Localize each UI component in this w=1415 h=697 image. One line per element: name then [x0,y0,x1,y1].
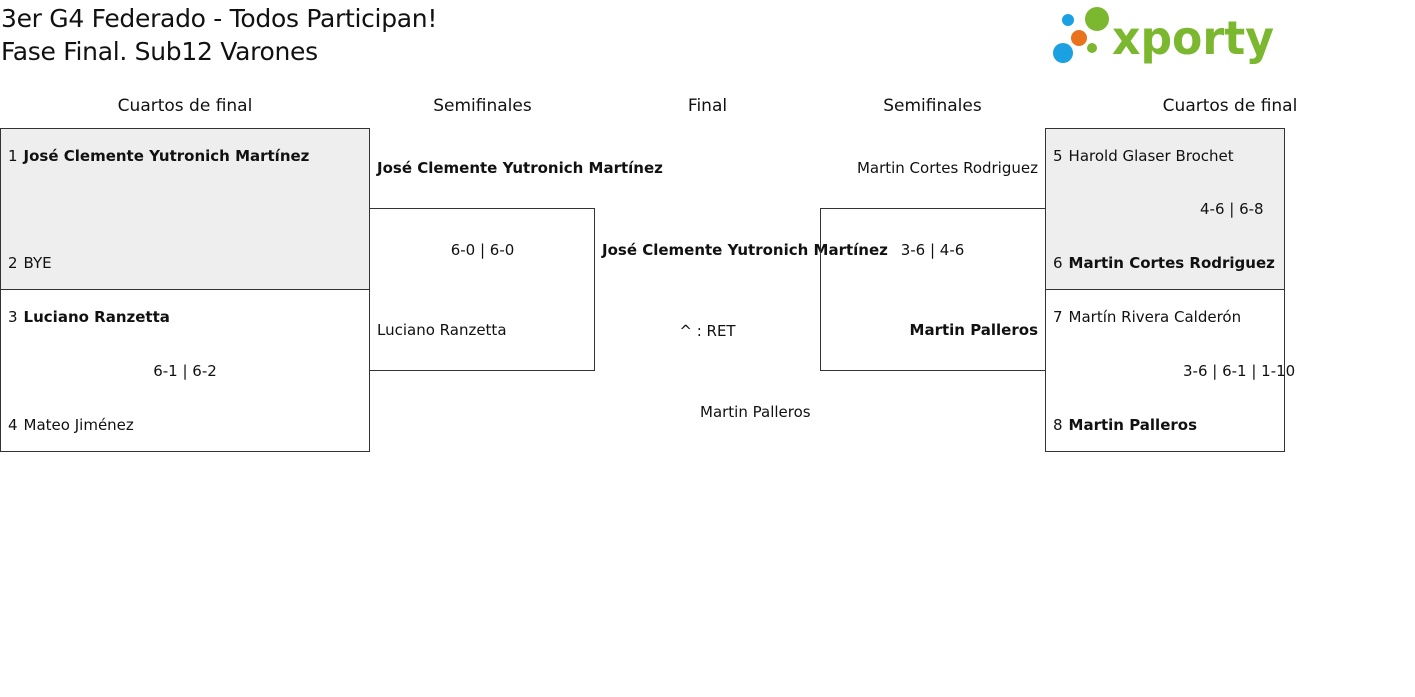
left-quarter-match-1 [0,128,370,290]
right-quarter-match-2 [1045,289,1285,452]
right-semi-score: 3-6 | 4-6 [900,241,965,259]
right-qf2-score: 3-6 | 6-1 | 1-10 [1183,362,1296,380]
header-left-semis: Semifinales [433,96,532,116]
seed-number: 4 [8,416,18,434]
final-score: ^ : RET [679,322,736,340]
phase-title: Fase Final. Sub12 Varones [1,37,318,66]
left-qf1-player2: 2 BYE [8,254,52,272]
header-final: Final [687,96,728,116]
logo-dot-green-small [1087,43,1097,53]
left-qf2-player2: 4 Mateo Jiménez [8,416,134,434]
player-name: BYE [23,254,52,272]
seed-number: 1 [8,147,18,165]
right-qf1-player1: 5 Harold Glaser Brochet [1053,147,1234,165]
left-semi-player1: José Clemente Yutronich Martínez [377,159,663,177]
header-right-quarters: Cuartos de final [1162,96,1298,116]
right-quarter-match-1 [1045,128,1285,290]
player-name: José Clemente Yutronich Martínez [23,147,310,165]
seed-number: 8 [1053,416,1063,434]
left-semi-score: 6-0 | 6-0 [450,241,515,259]
page-title: 3er G4 Federado - Todos Participan! Fase… [1,2,437,68]
left-semi-match [369,208,595,371]
left-qf2-player1: 3 Luciano Ranzetta [8,308,170,326]
right-semi-match [820,208,1046,371]
player-name: Luciano Ranzetta [23,308,170,326]
player-name: Harold Glaser Brochet [1068,147,1234,165]
player-name: Martín Rivera Calderón [1068,308,1242,326]
logo-dot-green-large [1085,7,1109,31]
seed-number: 3 [8,308,18,326]
seed-number: 7 [1053,308,1063,326]
logo-wordmark: xporty [1112,11,1274,65]
player-name: Martin Palleros [1068,416,1198,434]
right-qf1-player2: 6 Martin Cortes Rodriguez [1053,254,1275,272]
right-semi-player1: Martin Cortes Rodriguez [856,159,1038,177]
player-name: Mateo Jiménez [23,416,134,434]
left-semi-player2: Luciano Ranzetta [377,321,507,339]
player-name: Martin Cortes Rodriguez [1068,254,1275,272]
header-right-semis: Semifinales [883,96,982,116]
header-left-quarters: Cuartos de final [117,96,253,116]
final-player2: Martin Palleros [700,403,811,421]
left-qf2-score: 6-1 | 6-2 [153,362,217,380]
logo-dot-orange [1071,30,1087,46]
seed-number: 5 [1053,147,1063,165]
seed-number: 6 [1053,254,1063,272]
right-qf2-player2: 8 Martin Palleros [1053,416,1197,434]
right-qf2-player1: 7 Martín Rivera Calderón [1053,308,1241,326]
logo-dot-blue-small [1062,14,1074,26]
seed-number: 2 [8,254,18,272]
right-semi-player2: Martin Palleros [909,321,1038,339]
final-player1: José Clemente Yutronich Martínez [602,241,888,259]
bracket-page: 3er G4 Federado - Todos Participan! Fase… [0,2,1297,452]
left-qf1-player1: 1 José Clemente Yutronich Martínez [8,147,309,165]
xporty-logo[interactable]: xporty [1050,4,1278,68]
xporty-logo-graphic: xporty [1053,7,1274,65]
right-qf1-score: 4-6 | 6-8 [1200,200,1264,218]
tournament-title: 3er G4 Federado - Todos Participan! [1,4,438,33]
logo-dot-blue-large [1053,43,1073,63]
